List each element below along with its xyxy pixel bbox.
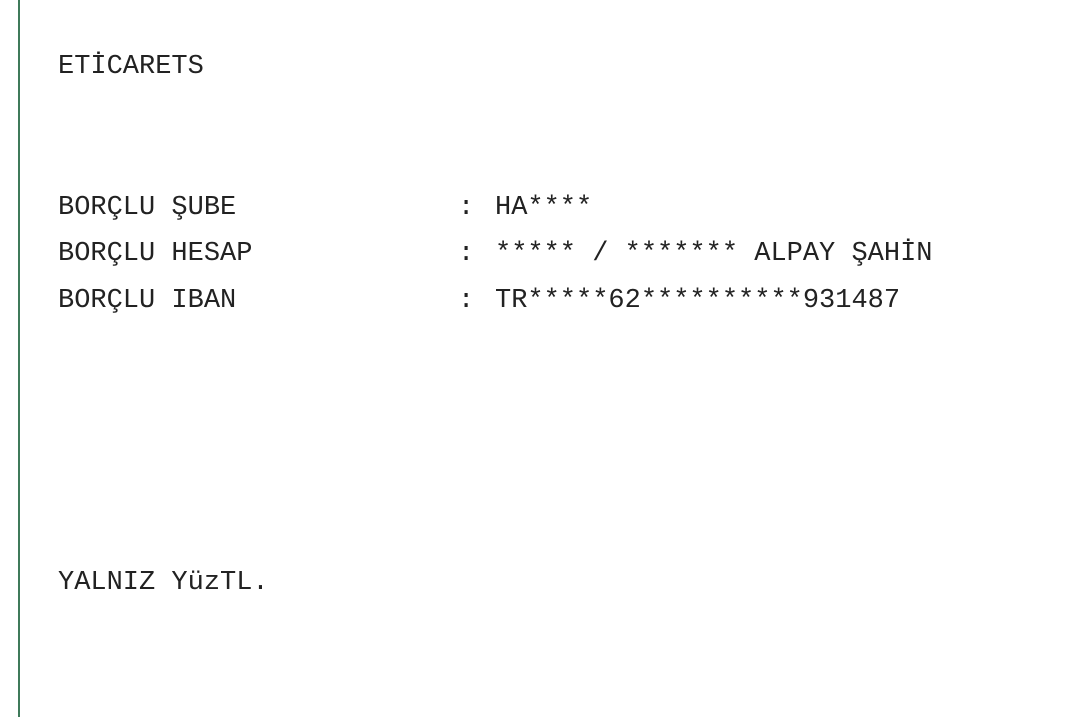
row-borclu-hesap: BORÇLU HESAP : ***** / ******* ALPAY ŞAH… — [58, 241, 1058, 271]
row-label: BORÇLU HESAP — [58, 239, 253, 269]
row-separator: : — [458, 193, 475, 223]
left-border-line — [18, 0, 20, 717]
row-borclu-sube: BORÇLU ŞUBE : HA**** — [58, 195, 1058, 225]
row-label: BORÇLU ŞUBE — [58, 193, 237, 223]
row-value: ***** / ******* ALPAY ŞAHİN — [495, 239, 933, 269]
row-separator: : — [458, 286, 475, 316]
row-separator: : — [458, 239, 475, 269]
row-value: HA**** — [495, 193, 593, 223]
document-header: ETİCARETS — [58, 52, 204, 82]
amount-in-words: YALNIZ YüzTL. — [58, 568, 269, 598]
row-borclu-iban: BORÇLU IBAN : TR*****62**********931487 — [58, 288, 1058, 318]
row-value: TR*****62**********931487 — [495, 286, 901, 316]
row-label: BORÇLU IBAN — [58, 286, 237, 316]
